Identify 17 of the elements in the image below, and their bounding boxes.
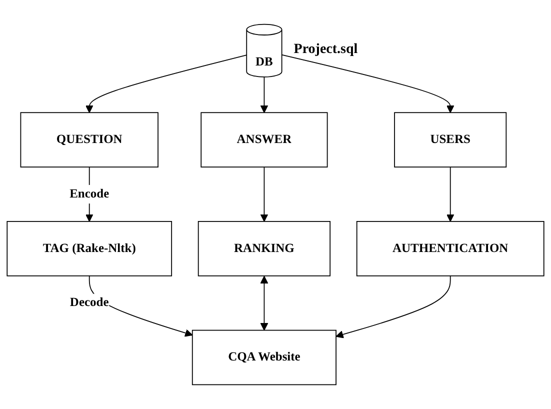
arrow [260,276,268,331]
beside-text: Project.sql [294,42,358,58]
arrow [281,54,454,113]
arrow [260,76,268,113]
arrow [336,275,451,338]
node-box: TAG (Rake-Nltk) [6,221,172,276]
node-box: ANSWER [200,112,328,168]
edge-label: Encode [70,188,110,201]
edge-label: Decode [70,296,109,310]
arrow [85,54,248,113]
node-box: AUTHENTICATION [356,221,544,276]
node-box: USERS [394,112,507,168]
node-box: CQA Website [192,330,336,386]
arrow [446,166,454,222]
node-box: RANKING [198,221,331,276]
arrow [260,166,268,222]
node-box: QUESTION [20,112,158,168]
